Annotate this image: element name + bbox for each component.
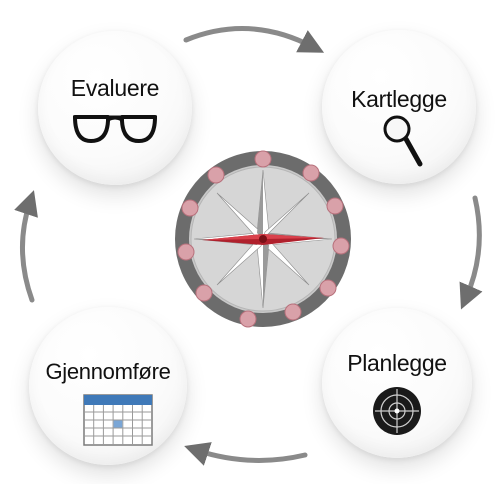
- arrow-planlegge-to-gjennomfore: [184, 442, 308, 466]
- step-kartlegge: Kartlegge: [322, 30, 476, 184]
- calendar-icon: [83, 394, 153, 446]
- step-evaluere: Evaluere: [38, 31, 192, 185]
- step-label-gjennomfore: Gjennomføre: [45, 359, 171, 384]
- arrow-kartlegge-to-planlegge: [459, 195, 483, 310]
- step-label-evaluere: Evaluere: [70, 75, 160, 101]
- step-label-planlegge: Planlegge: [347, 350, 447, 376]
- compass-icon: [175, 150, 351, 328]
- arrow-evaluere-to-kartlegge: [183, 26, 325, 53]
- step-planlegge: Planlegge: [322, 308, 472, 458]
- target-icon: [373, 387, 421, 435]
- magnifier-icon: [383, 115, 423, 167]
- glasses-icon: [73, 115, 157, 143]
- step-gjennomfore: Gjennomføre: [29, 307, 187, 465]
- arrow-gjennomfore-to-evaluere: [14, 190, 38, 303]
- step-label-kartlegge: Kartlegge: [351, 86, 447, 112]
